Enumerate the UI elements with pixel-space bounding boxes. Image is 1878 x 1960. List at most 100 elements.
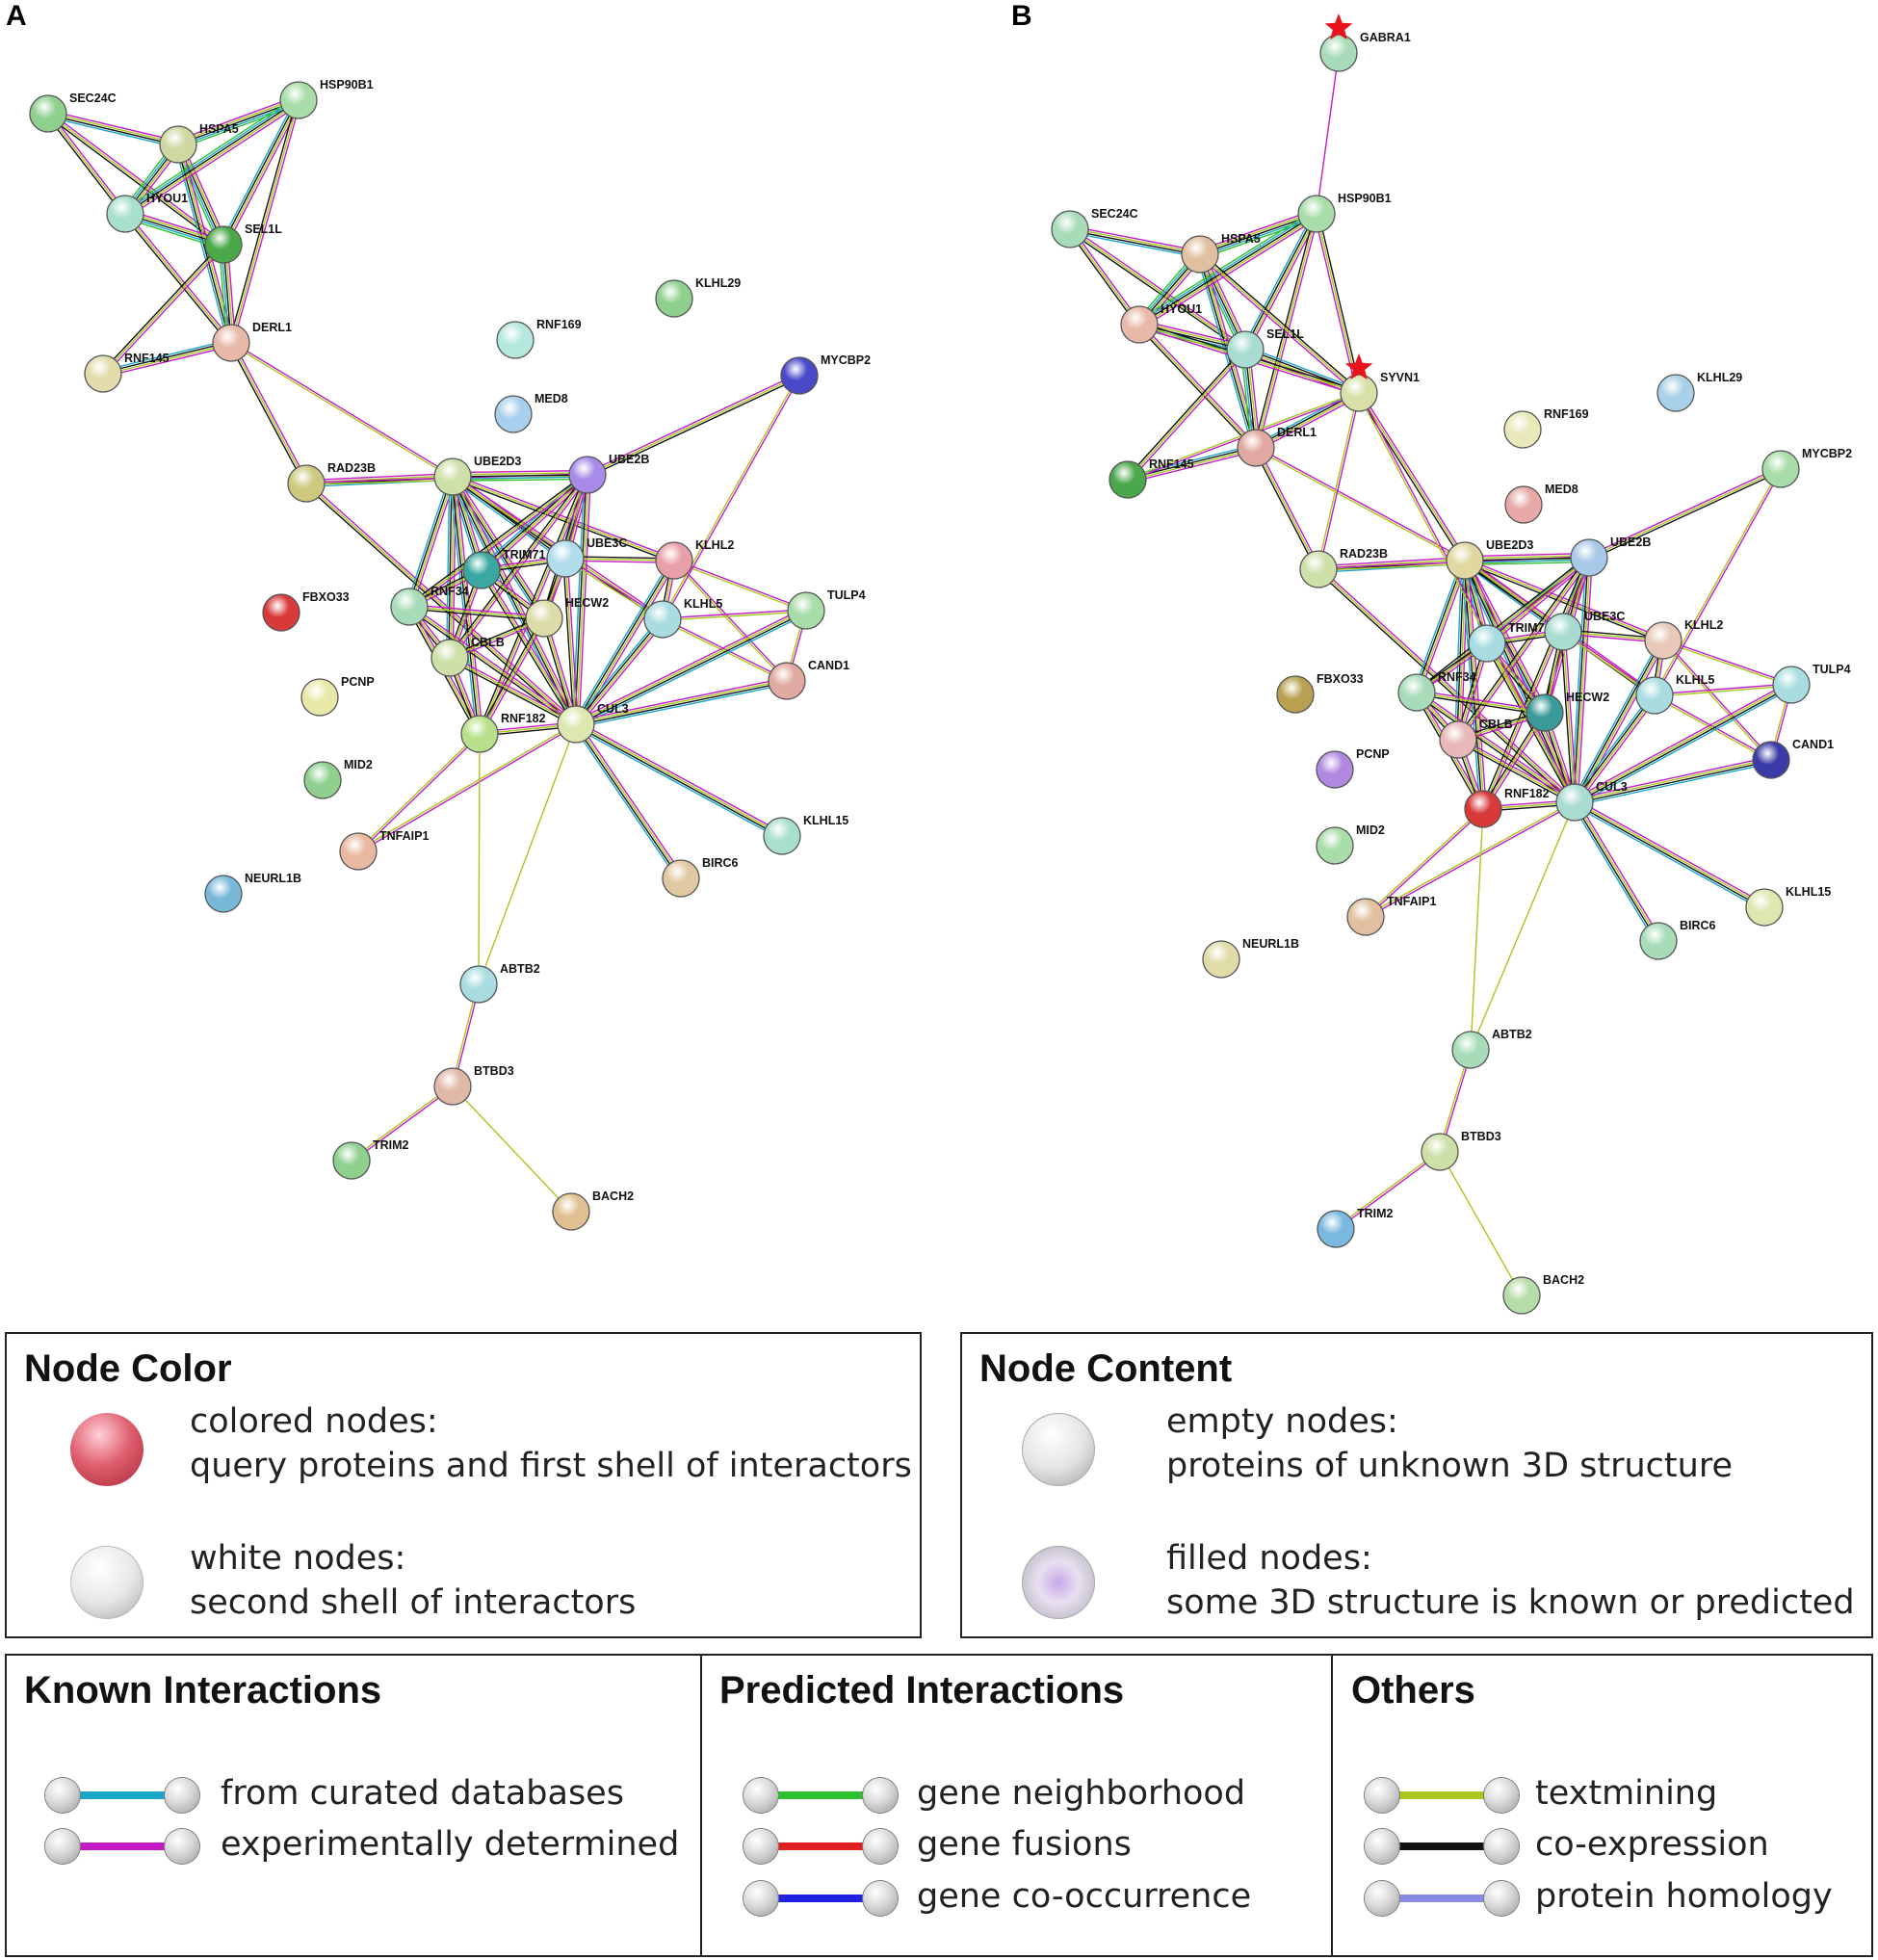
- protein-node[interactable]: BACH2: [552, 1189, 634, 1231]
- protein-node[interactable]: MYCBP2: [1761, 447, 1852, 488]
- protein-node[interactable]: BACH2: [1502, 1273, 1584, 1315]
- protein-node[interactable]: HECW2: [525, 596, 609, 638]
- protein-node[interactable]: NEURL1B: [204, 872, 301, 913]
- protein-node[interactable]: HSPA5: [159, 122, 239, 164]
- protein-node[interactable]: DERL1: [1237, 426, 1317, 467]
- node-label: KLHL5: [684, 597, 722, 611]
- protein-node[interactable]: CAND1: [1752, 738, 1834, 779]
- interaction-edge: [674, 559, 789, 681]
- interaction-edge: [1255, 447, 1319, 570]
- protein-node[interactable]: UBE3C: [1544, 610, 1625, 651]
- interaction-edge: [1575, 760, 1772, 804]
- protein-node[interactable]: HSPA5: [1181, 232, 1261, 274]
- protein-node[interactable]: KLHL29: [1656, 371, 1742, 412]
- protein-node[interactable]: ABTB2: [459, 962, 540, 1004]
- protein-node[interactable]: RNF34: [390, 585, 469, 626]
- protein-node[interactable]: HYOU1: [106, 192, 188, 233]
- curated-label: from curated databases: [221, 1774, 624, 1813]
- protein-node[interactable]: KLHL5: [1635, 673, 1714, 715]
- protein-node[interactable]: PCNP: [300, 675, 375, 717]
- protein-node[interactable]: KLHL2: [1644, 618, 1723, 660]
- protein-node[interactable]: RAD23B: [287, 461, 376, 503]
- protein-node[interactable]: ABTB2: [1451, 1028, 1532, 1069]
- protein-node[interactable]: RAD23B: [1299, 547, 1388, 588]
- protein-node[interactable]: RNF182: [1464, 787, 1550, 828]
- protein-node[interactable]: SEC24C: [29, 91, 117, 133]
- protein-node[interactable]: TULP4: [787, 588, 866, 630]
- protein-node[interactable]: MED8: [494, 392, 568, 433]
- protein-node[interactable]: UBE2B: [1570, 536, 1651, 577]
- protein-node[interactable]: SYVN1: [1340, 353, 1420, 412]
- protein-node[interactable]: TRIM71: [462, 548, 546, 589]
- interaction-edge: [220, 98, 297, 244]
- protein-node[interactable]: FBXO33: [262, 590, 350, 632]
- interaction-edge: [1655, 469, 1783, 696]
- node-circle: [1316, 826, 1354, 865]
- interaction-edge: [1317, 213, 1362, 393]
- node-circle: [303, 761, 342, 799]
- interaction-edge: [223, 100, 300, 246]
- protein-node[interactable]: HSP90B1: [279, 78, 374, 119]
- legend-node-color: Node Color colored nodes: query proteins…: [5, 1332, 922, 1638]
- protein-node[interactable]: HSP90B1: [1297, 192, 1392, 233]
- interaction-edge: [122, 95, 297, 211]
- protein-node[interactable]: FBXO33: [1276, 672, 1364, 714]
- protein-node[interactable]: PCNP: [1316, 747, 1390, 789]
- protein-node[interactable]: RNF182: [460, 712, 546, 753]
- protein-node[interactable]: RNF169: [1503, 407, 1589, 449]
- node-label: RAD23B: [327, 461, 376, 475]
- interaction-edge: [306, 481, 578, 723]
- protein-node[interactable]: SEC24C: [1051, 207, 1138, 248]
- protein-node[interactable]: TNFAIP1: [1346, 895, 1436, 936]
- interaction-edge: [47, 116, 178, 148]
- protein-node[interactable]: KLHL2: [655, 538, 734, 580]
- protein-node[interactable]: KLHL15: [763, 814, 848, 855]
- protein-node[interactable]: TNFAIP1: [339, 829, 429, 871]
- protein-node[interactable]: RNF145: [1109, 457, 1194, 499]
- protein-node[interactable]: SEL1L: [204, 222, 282, 264]
- protein-node[interactable]: CUL3: [557, 702, 629, 744]
- protein-node[interactable]: UBE2B: [568, 453, 649, 494]
- protein-node[interactable]: MYCBP2: [780, 353, 871, 395]
- protein-node[interactable]: CUL3: [1555, 780, 1628, 822]
- interaction-edge: [409, 604, 545, 617]
- protein-node[interactable]: MID2: [1316, 823, 1385, 865]
- protein-node[interactable]: TULP4: [1772, 663, 1851, 704]
- protein-node[interactable]: RNF169: [496, 318, 582, 359]
- protein-node[interactable]: CBLB: [1439, 718, 1513, 759]
- protein-node[interactable]: MED8: [1504, 483, 1578, 524]
- protein-node[interactable]: BIRC6: [662, 856, 739, 898]
- protein-node[interactable]: CBLB: [430, 636, 505, 677]
- protein-node[interactable]: NEURL1B: [1202, 937, 1299, 979]
- protein-node[interactable]: KLHL15: [1745, 885, 1831, 927]
- protein-node[interactable]: HECW2: [1526, 691, 1609, 732]
- protein-node[interactable]: HYOU1: [1120, 302, 1202, 344]
- protein-node[interactable]: TRIM2: [332, 1138, 409, 1180]
- protein-node[interactable]: UBE3C: [546, 536, 627, 578]
- protein-node[interactable]: CAND1: [768, 659, 849, 700]
- legend-divider: [1331, 1656, 1333, 1955]
- protein-node[interactable]: SEL1L: [1226, 327, 1304, 369]
- protein-node[interactable]: UBE2D3: [433, 455, 521, 496]
- interaction-edge: [122, 214, 230, 345]
- interaction-edge: [1128, 450, 1257, 483]
- interaction-edge: [1318, 393, 1361, 570]
- protein-node[interactable]: UBE2D3: [1446, 538, 1533, 580]
- protein-node[interactable]: BIRC6: [1639, 919, 1716, 960]
- protein-node[interactable]: MID2: [303, 758, 373, 799]
- protein-node[interactable]: DERL1: [212, 321, 292, 362]
- interaction-edge: [1415, 555, 1589, 692]
- interaction-edge: [1365, 800, 1575, 917]
- protein-node[interactable]: RNF145: [84, 352, 170, 393]
- interaction-edge: [455, 475, 580, 723]
- protein-node[interactable]: KLHL29: [655, 276, 741, 318]
- protein-node[interactable]: RNF34: [1397, 670, 1476, 712]
- protein-node[interactable]: TRIM2: [1317, 1207, 1394, 1248]
- interaction-edge: [1417, 690, 1577, 801]
- protein-node[interactable]: BTBD3: [1421, 1130, 1501, 1171]
- protein-node[interactable]: TRIM71: [1468, 621, 1552, 663]
- protein-node[interactable]: GABRA1: [1319, 13, 1411, 72]
- protein-node[interactable]: BTBD3: [433, 1064, 514, 1106]
- empty-nodes-desc: proteins of unknown 3D structure: [1166, 1447, 1733, 1485]
- protein-node[interactable]: KLHL5: [643, 597, 722, 639]
